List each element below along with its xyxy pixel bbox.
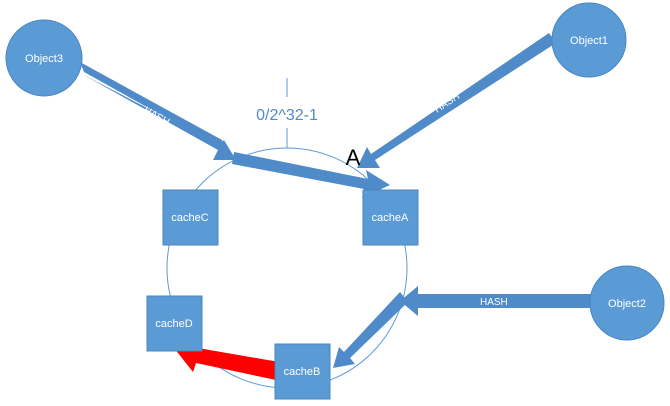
object2-arrow-horizontal	[400, 286, 592, 316]
cacheb-node[interactable]: cacheB	[274, 343, 331, 400]
object1-label: Object1	[570, 35, 608, 47]
object3-arrow-upper-shaft	[80, 62, 224, 150]
object3-label: Object3	[25, 53, 63, 65]
cached-label: cacheD	[155, 318, 192, 330]
cacheb-label: cacheB	[284, 366, 321, 378]
object2-label: Object2	[608, 298, 646, 310]
cached-node[interactable]: cacheD	[146, 295, 203, 352]
object2-node[interactable]: Object2	[589, 265, 665, 341]
ring-range-label: 0/2^32-1	[256, 107, 318, 124]
cachea-label: cacheA	[372, 212, 409, 224]
object3-arrow-lower	[232, 152, 390, 198]
cachec-node[interactable]: cacheC	[162, 189, 219, 246]
object2-arrow-diagonal	[333, 292, 408, 368]
point-a-label: A	[346, 145, 361, 170]
cachec-label: cacheC	[171, 212, 208, 224]
object2-hash-label: HASH	[480, 297, 508, 308]
object3-node[interactable]: Object3	[5, 19, 83, 97]
object1-node[interactable]: Object1	[551, 2, 627, 78]
object1-arrow	[357, 33, 556, 168]
object3-arrow-upper	[77, 53, 236, 160]
cachea-node[interactable]: cacheA	[362, 189, 419, 246]
